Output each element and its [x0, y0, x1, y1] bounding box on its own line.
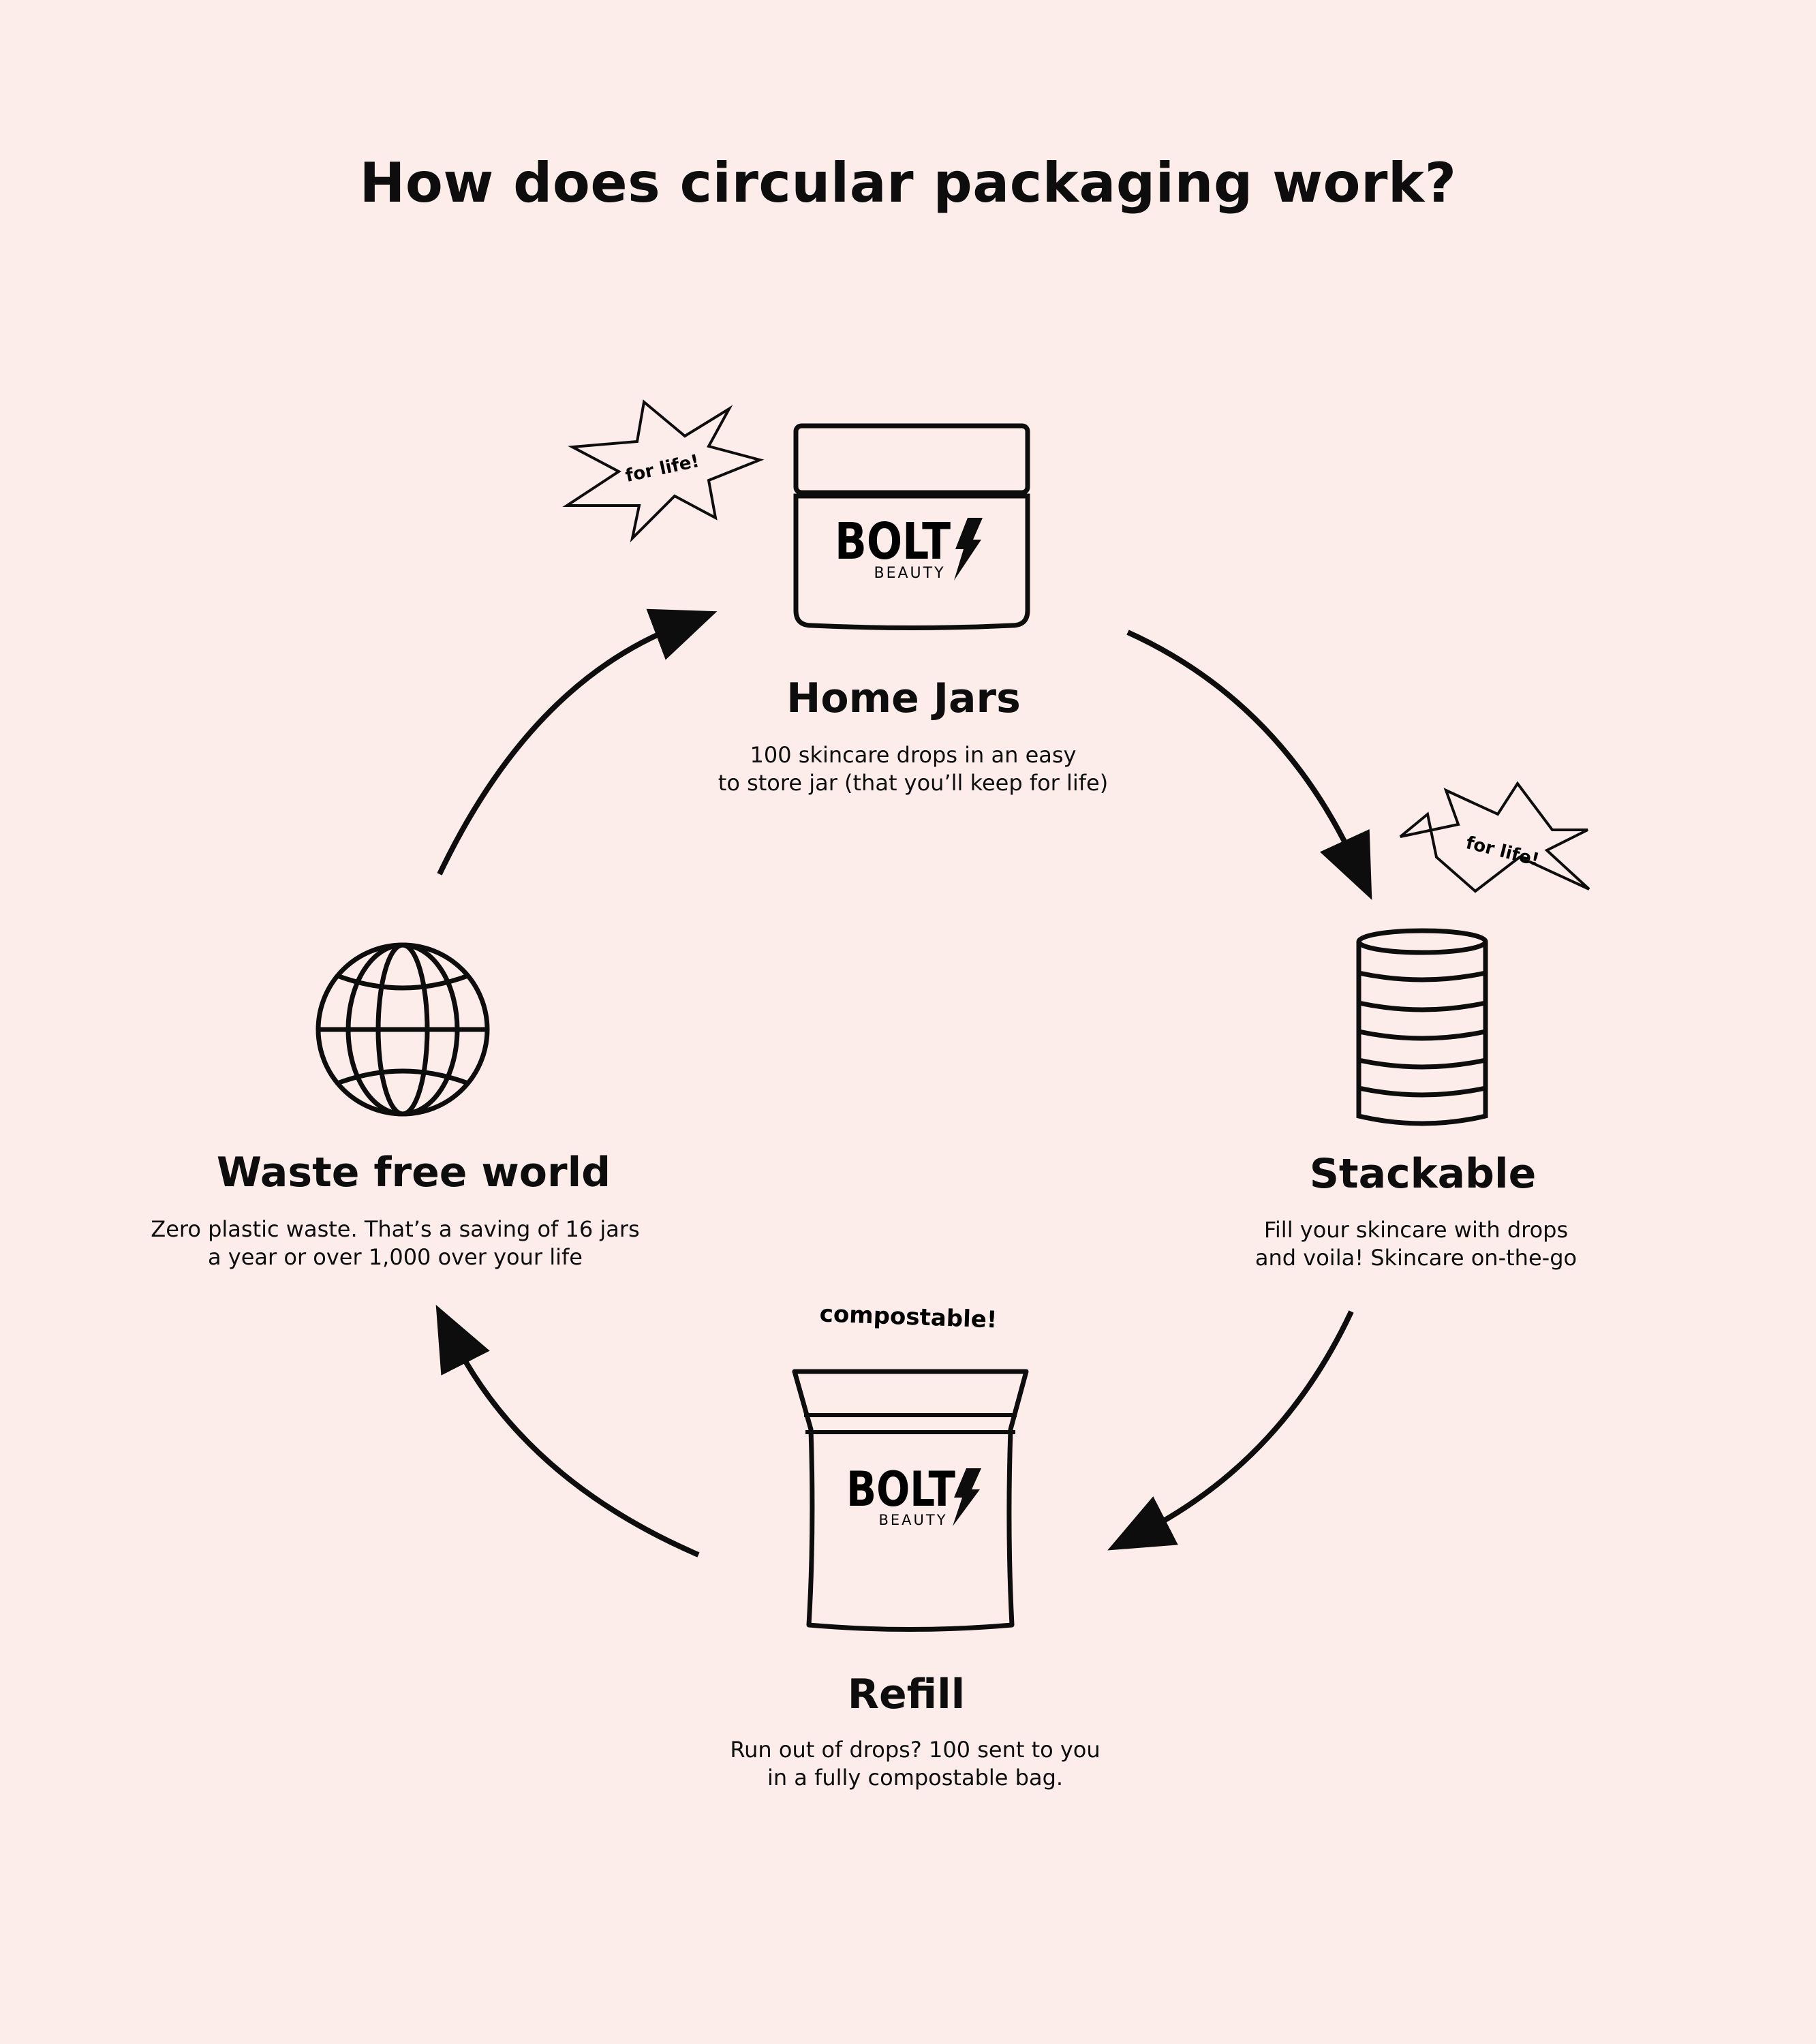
home-jars-title: Home Jars — [786, 675, 1021, 722]
refill-desc-line: Run out of drops? 100 sent to you — [730, 1737, 1101, 1763]
stackable-desc-line: Fill your skincare with drops — [1263, 1217, 1569, 1243]
waste-free-desc-line: a year or over 1,000 over your life — [208, 1244, 583, 1270]
jar-brand-name: BOLT — [835, 512, 951, 571]
home-jars-desc: 100 skincare drops in an easy to store j… — [606, 741, 1220, 797]
stackable-desc-line: and voila! Skincare on-the-go — [1255, 1245, 1578, 1271]
arrow-waste-to-home — [437, 608, 718, 876]
stackable-desc: Fill your skincare with drops and voila!… — [1109, 1216, 1723, 1272]
arrow-home-to-stack — [1126, 630, 1372, 900]
waste-free-title: Waste free world — [216, 1149, 611, 1196]
bag-badge-text: compostable! — [819, 1300, 998, 1333]
waste-free-desc-line: Zero plastic waste. That’s a saving of 1… — [151, 1216, 640, 1242]
stacked-cylinder-icon — [1356, 928, 1488, 1126]
waste-free-desc: Zero plastic waste. That’s a saving of 1… — [89, 1215, 702, 1271]
jar-icon: BOLT BEAUTY — [793, 423, 1030, 630]
lightning-bolt-icon — [954, 518, 983, 580]
page-title: How does circular packaging work? — [359, 151, 1457, 215]
bag-brand-sub: BEAUTY — [878, 1512, 947, 1528]
lightning-bolt-icon — [953, 1468, 981, 1526]
refill-desc-line: in a fully compostable bag. — [767, 1765, 1064, 1791]
home-jars-desc-line: 100 skincare drops in an easy — [750, 742, 1077, 768]
refill-title: Refill — [847, 1671, 966, 1718]
arrow-refill-to-waste — [435, 1305, 700, 1558]
starburst-icon: for life! — [1399, 781, 1590, 893]
starburst-icon: for life! — [562, 399, 765, 543]
refill-bag-icon: compostable! BOLT BEAUTY — [792, 1300, 1029, 1632]
jar-brand-sub: BEAUTY — [874, 565, 945, 582]
refill-desc: Run out of drops? 100 sent to you in a f… — [609, 1736, 1222, 1792]
stackable-title: Stackable — [1309, 1150, 1537, 1198]
bag-brand-name: BOLT — [846, 1461, 955, 1517]
arrow-stack-to-refill — [1107, 1310, 1354, 1551]
globe-icon — [316, 942, 490, 1117]
home-jars-desc-line: to store jar (that you’ll keep for life) — [718, 770, 1109, 796]
